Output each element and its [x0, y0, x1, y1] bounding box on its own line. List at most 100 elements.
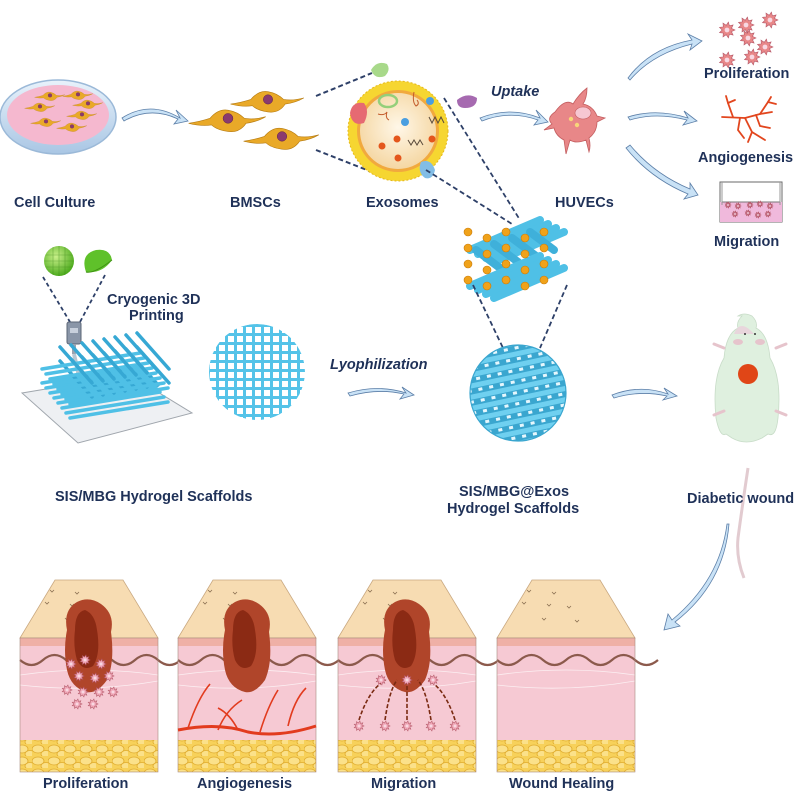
- bmsc-cell: [30, 117, 61, 127]
- proliferating-cell: [743, 48, 761, 66]
- printed-strand: [44, 370, 146, 390]
- printed-strand: [68, 400, 170, 420]
- printed-scaffold-stack-icon: [40, 331, 171, 420]
- label-diabetic-wound: Diabetic wound: [687, 491, 795, 507]
- exosome-node: [482, 249, 492, 259]
- bmsc-cells-icon: [188, 91, 319, 150]
- proliferating-cell: [737, 16, 755, 34]
- proliferating-cell: [89, 672, 101, 684]
- capillary-branch: [287, 687, 307, 727]
- capillary-branch: [217, 707, 239, 731]
- printed-strand: [52, 366, 154, 386]
- lattice-rod: [482, 260, 560, 298]
- label-huvecs: HUVECs: [555, 195, 614, 211]
- printed-strand: [60, 376, 162, 396]
- label-proliferation-top: Proliferation: [704, 66, 790, 82]
- skin-panel-migration: [337, 579, 500, 773]
- printed-strand: [80, 341, 116, 381]
- panel-label-wound-healing: Wound Healing: [509, 776, 615, 792]
- label-uptake: Uptake: [491, 84, 540, 100]
- migrating-cell: [401, 720, 413, 732]
- bmsc-cell: [188, 109, 266, 133]
- bmsc-cell: [62, 90, 93, 100]
- label-bmscs: BMSCs: [230, 195, 281, 211]
- migrating-cell: [756, 200, 764, 208]
- printed-strand: [56, 371, 158, 391]
- printed-strand: [135, 331, 171, 371]
- printed-strand: [91, 339, 127, 379]
- exosome-node: [482, 233, 492, 243]
- proliferating-cell: [95, 658, 107, 670]
- label-lyophilization: Lyophilization: [330, 357, 428, 373]
- zoom-dashed-line: [539, 284, 568, 349]
- zoom-dashed-line: [472, 284, 504, 349]
- migrated-cell: [375, 674, 387, 686]
- printed-strand: [64, 395, 166, 415]
- exosome-node: [520, 265, 530, 275]
- exosome-node: [482, 281, 492, 291]
- migrating-cell: [764, 210, 772, 218]
- exosome-node: [501, 259, 511, 269]
- flow-arrow-to-healing-stages: [663, 523, 730, 631]
- flow-arrow-uptake: [479, 109, 549, 126]
- printed-strand: [113, 335, 149, 375]
- exos-scaffold-disc-icon: [469, 344, 567, 442]
- label-sis-mbg-scaffolds: SIS/MBG Hydrogel Scaffolds: [55, 489, 253, 505]
- proliferating-cell: [761, 11, 779, 29]
- flow-arrow-culture-to-bmsc: [121, 108, 189, 125]
- label-cell-culture: Cell Culture: [14, 195, 96, 211]
- zoom-dashed-line: [79, 274, 106, 323]
- exosome-node: [539, 227, 549, 237]
- label-exosomes: Exosomes: [366, 195, 439, 211]
- label-migration-top: Migration: [714, 234, 780, 250]
- flow-arrow-lyophilization: [347, 386, 415, 400]
- label-angiogenesis-top: Angiogenesis: [698, 150, 794, 166]
- dermis-layer: [497, 638, 635, 740]
- label-sis-mbg-exos: SIS/MBG@Exos: [459, 484, 570, 500]
- exosome-node: [520, 249, 530, 259]
- exosome-node: [463, 275, 473, 285]
- exosome-node: [463, 259, 473, 269]
- vessel-network-icon: [721, 95, 777, 143]
- bmsc-cell: [230, 91, 305, 113]
- wound-core: [392, 610, 417, 668]
- migrating-cell: [731, 210, 739, 218]
- printed-strand: [64, 381, 166, 401]
- proliferating-cell: [718, 51, 736, 69]
- biomaterial-sphere-icon: [45, 246, 73, 276]
- proliferating-cell: [61, 684, 73, 696]
- migration-path: [417, 679, 432, 721]
- lattice-rod: [490, 240, 522, 266]
- zoom-dashed-line: [443, 97, 521, 221]
- blood-vessel: [177, 724, 317, 736]
- exosome-node: [539, 275, 549, 285]
- capillary-branch: [259, 689, 279, 733]
- flow-arrow-to-mouse: [611, 387, 678, 401]
- proliferating-cell: [107, 686, 119, 698]
- exosome-node: [520, 233, 530, 243]
- lattice-rod: [508, 234, 540, 260]
- fat-layer: [338, 740, 476, 772]
- skin-panel-proliferation: [19, 579, 182, 773]
- proliferating-cell: [79, 654, 91, 666]
- panel-label-migration: Migration: [371, 776, 437, 792]
- zoom-dashed-line: [315, 72, 373, 97]
- exosome-node: [463, 227, 473, 237]
- skin-panel-angiogenesis: [177, 579, 340, 773]
- bmsc-cell: [56, 122, 87, 132]
- printed-strand: [44, 356, 146, 376]
- migrating-cell: [353, 720, 365, 732]
- bmsc-cell: [72, 99, 103, 109]
- proliferating-cell: [718, 21, 736, 39]
- migrating-cell: [724, 201, 732, 209]
- proliferating-cell: [73, 670, 85, 682]
- flow-arrow-to-proliferation: [627, 32, 703, 81]
- proliferating-cell: [71, 698, 83, 710]
- printed-strand: [48, 361, 150, 381]
- exosome-node: [539, 243, 549, 253]
- proliferating-cell: [103, 670, 115, 682]
- proliferating-cell: [739, 29, 757, 47]
- fat-layer: [178, 740, 316, 772]
- migration-path: [384, 679, 398, 721]
